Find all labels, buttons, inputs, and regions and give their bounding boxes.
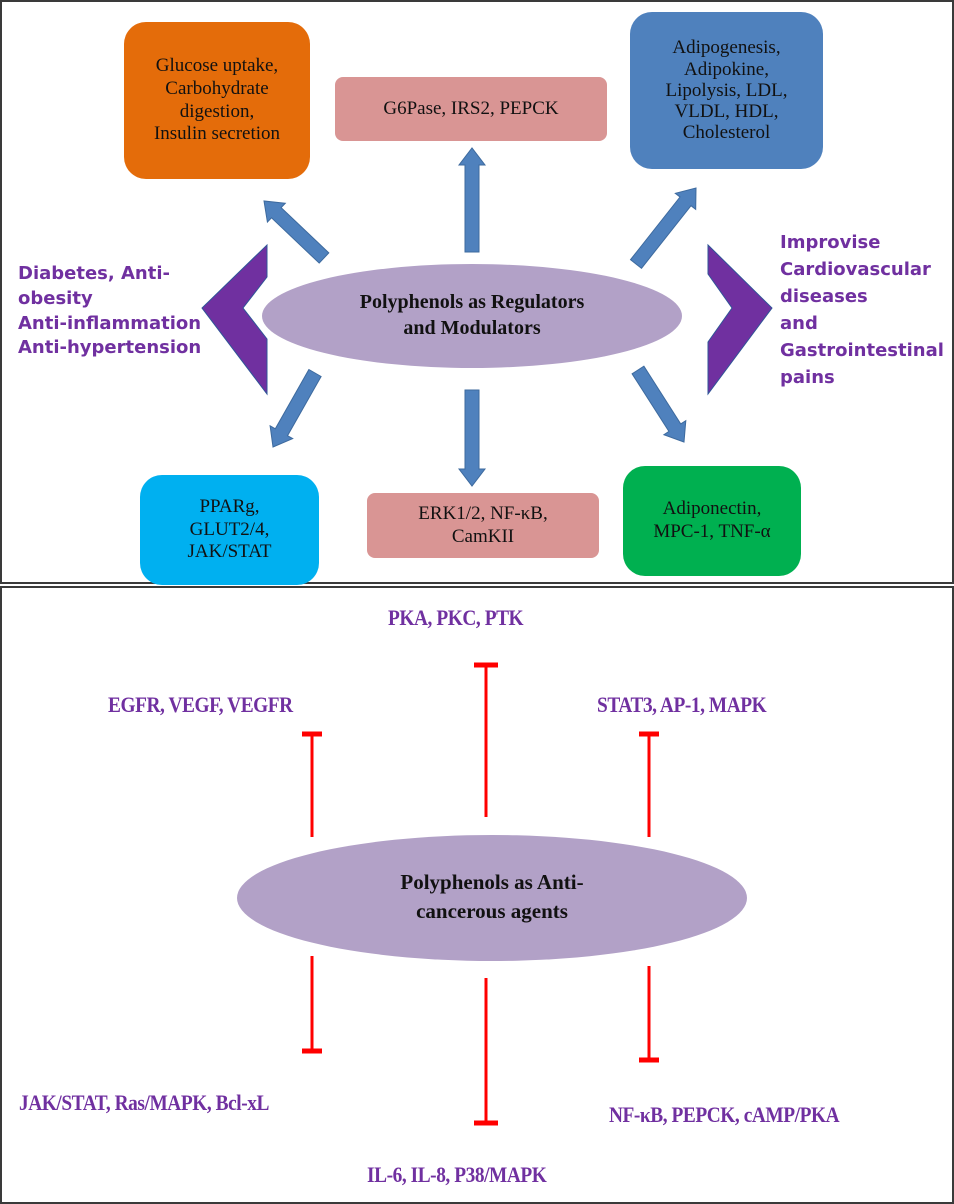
- effect-line: Gastrointestinal: [780, 340, 944, 361]
- box-line: digestion,: [179, 100, 255, 122]
- center-line: Polyphenols as Anti-: [400, 870, 584, 894]
- effect-line: Cardiovascular: [780, 259, 931, 280]
- box-line: VLDL, HDL,: [674, 101, 779, 123]
- anticancer-center-label: Polyphenols as Anti- cancerous agents: [342, 868, 642, 927]
- box-line: MPC-1, TNF-α: [653, 521, 771, 542]
- effect-line: Diabetes, Anti-: [18, 263, 170, 284]
- box-line: CamKII: [451, 525, 515, 547]
- box-line: ERK1/2, NF-κB,: [418, 502, 548, 524]
- effect-line: Anti-inflammation: [18, 312, 202, 334]
- box-line: Insulin secretion: [153, 123, 281, 145]
- inhibitor-il6-il8-icon: [474, 978, 498, 1126]
- effect-line: and: [780, 313, 818, 334]
- anticancer-center-ellipse: [237, 835, 747, 961]
- arrow-to-pparg-box-icon: [269, 368, 322, 448]
- box-line: JAK/STAT: [187, 541, 272, 563]
- effect-line: Anti-hypertension: [18, 337, 202, 359]
- left-effects-label: Diabetes, Anti- obesity Anti-inflammatio…: [18, 262, 201, 361]
- inhibitor-jak-stat-ras-icon: [302, 956, 322, 1054]
- center-line: Polyphenols as Regulators: [359, 291, 585, 313]
- anticancer-diagram-canvas: [237, 662, 747, 1126]
- target-egfr-vegf: EGFR, VEGF, VEGFR: [108, 692, 293, 717]
- right-effects-label: Improvise Cardiovascular diseases and Ga…: [780, 229, 944, 391]
- target-stat3-ap1: STAT3, AP-1, MAPK: [597, 692, 767, 717]
- target-nfkb-pepck: NF-κB, PEPCK, cAMP/PKA: [609, 1102, 840, 1127]
- box-adipogenesis: Adipogenesis, Adipokine, Lipolysis, LDL,…: [630, 12, 823, 169]
- effect-line: pains: [780, 367, 835, 388]
- arrow-to-adipogenesis-box-icon: [629, 187, 697, 270]
- inhibitor-pka-pkc-ptk-icon: [474, 662, 498, 817]
- inhibitor-nfkb-pepck-icon: [639, 966, 659, 1063]
- center-line: cancerous agents: [416, 899, 568, 924]
- center-line: and Modulators: [403, 317, 541, 339]
- anticancer-panel: Polyphenols as Anti- cancerous agents PK…: [0, 586, 954, 1204]
- arrow-to-adiponectin-box-icon: [631, 365, 687, 443]
- regulators-center-label: Polyphenols as Regulators and Modulators: [302, 289, 642, 341]
- box-line: Adiponectin,: [662, 498, 762, 520]
- box-line: Carbohydrate: [165, 77, 269, 99]
- chevron-left-icon: [201, 243, 268, 396]
- target-pka-pkc-ptk: PKA, PKC, PTK: [388, 605, 524, 630]
- arrow-to-erk-box-icon: [457, 389, 487, 487]
- box-erk: ERK1/2, NF-κB, CamKII: [367, 493, 599, 558]
- box-glucose-uptake: Glucose uptake, Carbohydrate digestion, …: [124, 22, 310, 179]
- chevron-right-icon: [707, 243, 773, 396]
- box-line: Adipogenesis,: [672, 37, 781, 59]
- target-il6-il8: IL-6, IL-8, P38/MAPK: [367, 1162, 547, 1187]
- box-line: G6Pase, IRS2, PEPCK: [383, 97, 559, 119]
- inhibitor-stat3-ap1-icon: [639, 731, 659, 837]
- regulators-diagram-canvas: [201, 147, 773, 487]
- target-jak-stat-ras: JAK/STAT, Ras/MAPK, Bcl-xL: [19, 1090, 269, 1115]
- box-line: Cholesterol: [682, 122, 771, 144]
- box-line: Adipokine,: [684, 58, 769, 80]
- arrow-to-g6pase-box-icon: [457, 147, 487, 253]
- box-pparg: PPARg, GLUT2/4, JAK/STAT: [140, 475, 319, 585]
- box-adiponectin: Adiponectin, MPC-1, TNF-α: [623, 466, 801, 576]
- box-line: Lipolysis, LDL,: [665, 79, 788, 101]
- effect-line: obesity: [18, 287, 93, 309]
- arrow-to-glucose-box-icon: [263, 200, 330, 264]
- box-line: GLUT2/4,: [189, 518, 270, 540]
- box-line: Glucose uptake,: [155, 54, 279, 76]
- regulators-center-ellipse: [262, 264, 682, 368]
- effect-line: Improvise: [780, 232, 881, 253]
- box-g6pase: G6Pase, IRS2, PEPCK: [335, 77, 607, 141]
- regulators-panel: Glucose uptake, Carbohydrate digestion, …: [0, 0, 954, 585]
- effect-line: diseases: [780, 286, 868, 307]
- box-line: PPARg,: [199, 495, 260, 517]
- inhibitor-egfr-vegf-icon: [302, 731, 322, 837]
